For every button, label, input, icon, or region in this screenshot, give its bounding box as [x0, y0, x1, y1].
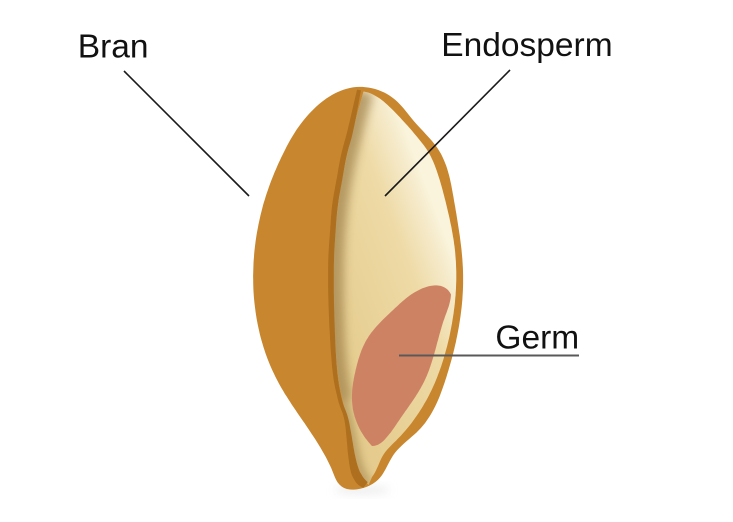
svg-text:Endosperm: Endosperm — [441, 27, 612, 64]
svg-text:Bran: Bran — [78, 29, 149, 66]
svg-text:Germ: Germ — [495, 320, 579, 357]
